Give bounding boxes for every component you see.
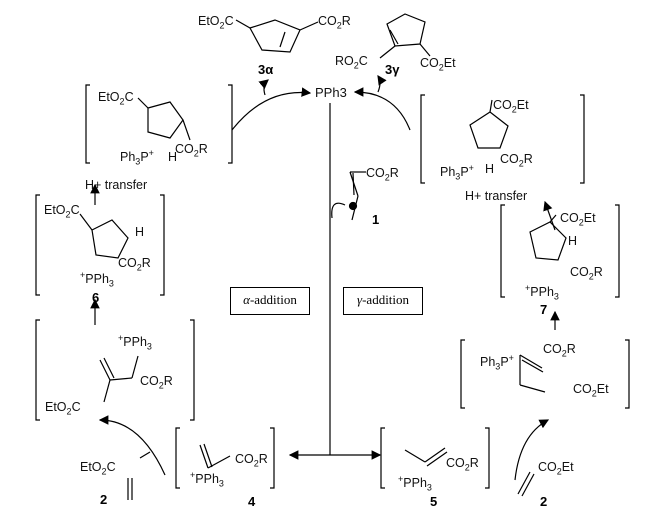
left-low-pph3: +PPh3 <box>118 332 152 352</box>
compound-5-label: 5 <box>430 494 438 509</box>
5-co2r: CO2R <box>446 456 479 473</box>
compound-6-label: 6 <box>92 290 100 305</box>
3a-ester-right: CO2R <box>318 14 351 31</box>
right-chain-co2et: CO2Et <box>573 382 609 399</box>
left-top-ester: EtO2C <box>98 90 134 107</box>
2-left-ester: EtO2C <box>80 460 116 477</box>
left-top-co2r: CO2R <box>175 142 208 159</box>
1-co2r: CO2R <box>366 166 399 183</box>
right-h-transfer: H+ transfer <box>465 189 528 203</box>
6-ester: EtO2C <box>44 203 80 220</box>
7-ester: CO2Et <box>560 211 596 228</box>
alpha-suffix: -addition <box>249 292 297 307</box>
alpha-addition-box: α-addition <box>230 287 310 315</box>
6-co2r: CO2R <box>118 256 151 273</box>
left-h-transfer: H+ transfer <box>85 178 148 192</box>
2-right-ester: CO2Et <box>538 460 574 477</box>
left-low-ester: EtO2C <box>45 400 81 417</box>
7-pph3: +PPh3 <box>525 282 559 302</box>
left-top-ph3p: Ph3P+ <box>120 147 154 167</box>
6-pph3: +PPh3 <box>80 269 114 289</box>
6-h: H <box>135 225 145 239</box>
4-co2r: CO2R <box>235 452 268 469</box>
right-chain-co2r: CO2R <box>543 342 576 359</box>
right-top-ester: CO2Et <box>493 98 529 115</box>
compound-2a-label: 2 <box>100 492 108 507</box>
alpha-symbol: α <box>243 292 250 307</box>
right-top-co2r: CO2R <box>500 152 533 169</box>
left-top-h: H <box>168 150 178 164</box>
compound-3g-label: 3γ <box>385 62 400 77</box>
left-low-co2r: CO2R <box>140 374 173 391</box>
gamma-symbol: γ <box>356 292 363 307</box>
right-top-ph3p: Ph3P+ <box>440 162 474 182</box>
right-top-h: H <box>485 162 495 176</box>
3a-ester-left: EtO2C <box>198 14 234 31</box>
7-co2r: CO2R <box>570 265 603 282</box>
4-pph3: +PPh3 <box>190 469 224 489</box>
7-h: H <box>568 234 578 248</box>
compound-4-label: 4 <box>248 494 256 509</box>
right-chain-ph3p: Ph3P+ <box>480 352 514 372</box>
compound-3a-label: 3α <box>258 62 274 77</box>
5-pph3: +PPh3 <box>398 473 432 493</box>
gamma-suffix: -addition <box>362 292 410 307</box>
compound-1-label: 1 <box>372 212 380 227</box>
gamma-addition-box: γ-addition <box>343 287 423 315</box>
3g-ester-right: CO2Et <box>420 56 456 73</box>
3g-ester-left: RO2C <box>335 54 368 71</box>
compound-2b-label: 2 <box>540 494 548 509</box>
catalyst-label: PPh3 <box>315 85 347 100</box>
compound-7-label: 7 <box>540 302 548 317</box>
